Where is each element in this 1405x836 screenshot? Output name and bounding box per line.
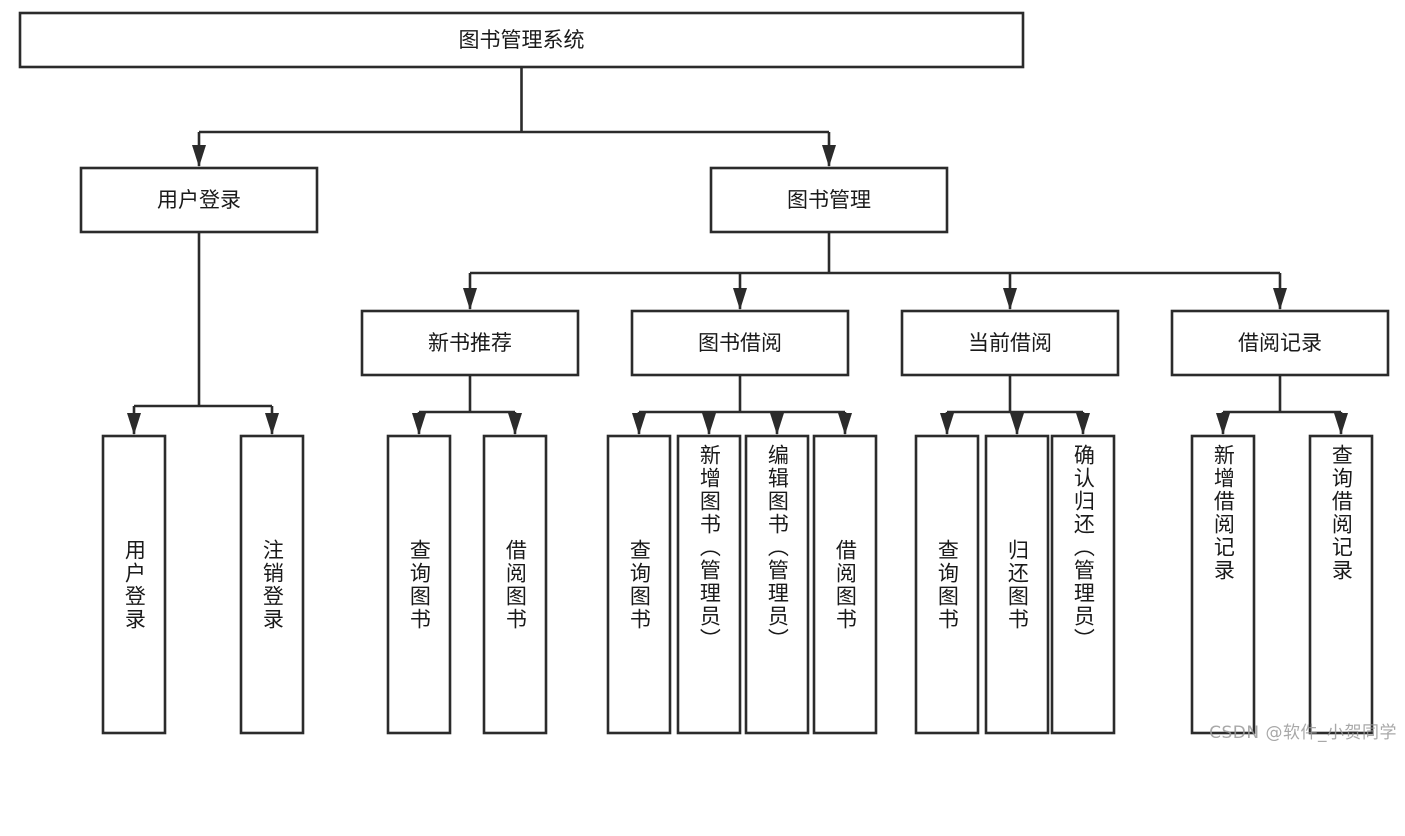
- node-box-leaf-1[interactable]: [239, 434, 305, 735]
- arrow-to-leaf-6: [770, 413, 784, 435]
- node-box-l2-1[interactable]: [709, 166, 949, 234]
- node-label-root: 图书管理系统: [459, 28, 585, 52]
- leaf-node-12[interactable]: [1310, 436, 1372, 733]
- arrow-to-leaf-2: [412, 413, 426, 435]
- arrow-to-leaf-10: [1076, 413, 1090, 435]
- node-box-leaf-11[interactable]: [1190, 434, 1256, 735]
- node-box-leaf-8[interactable]: [914, 434, 980, 735]
- arrow-to-leaf-4: [632, 413, 646, 435]
- arrow-to-leaf-7: [838, 413, 852, 435]
- node-box-leaf-7[interactable]: [812, 434, 878, 735]
- leaf-node-0[interactable]: [103, 436, 165, 733]
- leaf-node-2[interactable]: [388, 436, 450, 733]
- leaf-node-8[interactable]: [916, 436, 978, 733]
- arrow-to-l3-2: [1003, 288, 1017, 310]
- node-box-leaf-6[interactable]: [744, 434, 810, 735]
- leaf-node-1[interactable]: [241, 436, 303, 733]
- node-box-leaf-2[interactable]: [386, 434, 452, 735]
- node-box-root[interactable]: [18, 11, 1025, 69]
- leaf-node-11[interactable]: [1192, 436, 1254, 733]
- node-box-leaf-10[interactable]: [1050, 434, 1116, 735]
- node-box-l3-1[interactable]: [630, 309, 850, 377]
- arrow-to-l2-0: [192, 145, 206, 167]
- arrow-to-leaf-9: [1010, 413, 1024, 435]
- node-box-leaf-9[interactable]: [984, 434, 1050, 735]
- arrow-to-l3-3: [1273, 288, 1287, 310]
- arrow-to-leaf-11: [1216, 413, 1230, 435]
- leaf-node-5[interactable]: [678, 436, 740, 733]
- node-label-l3-3: 借阅记录: [1238, 331, 1322, 355]
- arrow-to-leaf-5: [702, 413, 716, 435]
- node-boxes-group: [18, 11, 1390, 735]
- node-label-l3-0: 新书推荐: [428, 331, 512, 355]
- node-box-leaf-0[interactable]: [101, 434, 167, 735]
- node-box-leaf-4[interactable]: [606, 434, 672, 735]
- node-label-l3-1: 图书借阅: [698, 331, 782, 355]
- leaf-node-7[interactable]: [814, 436, 876, 733]
- connectors-group: [127, 67, 1348, 435]
- leaf-node-6[interactable]: [746, 436, 808, 733]
- arrow-to-leaf-12: [1334, 413, 1348, 435]
- arrow-to-l3-0: [463, 288, 477, 310]
- leaf-node-10[interactable]: [1052, 436, 1114, 733]
- arrow-to-leaf-8: [940, 413, 954, 435]
- node-label-l2-1: 图书管理: [787, 188, 871, 212]
- arrow-to-l3-1: [733, 288, 747, 310]
- arrow-to-leaf-3: [508, 413, 522, 435]
- leaf-node-3[interactable]: [484, 436, 546, 733]
- arrow-to-l2-1: [822, 145, 836, 167]
- node-box-leaf-12[interactable]: [1308, 434, 1374, 735]
- node-box-l3-3[interactable]: [1170, 309, 1390, 377]
- leaf-node-4[interactable]: [608, 436, 670, 733]
- node-label-l3-2: 当前借阅: [968, 331, 1052, 355]
- node-box-leaf-5[interactable]: [676, 434, 742, 735]
- arrow-to-leaf-1: [265, 413, 279, 435]
- node-box-l3-2[interactable]: [900, 309, 1120, 377]
- node-box-l3-0[interactable]: [360, 309, 580, 377]
- node-box-leaf-3[interactable]: [482, 434, 548, 735]
- node-box-l2-0[interactable]: [79, 166, 319, 234]
- system-structure-diagram: 图书管理系统用户登录图书管理新书推荐图书借阅当前借阅借阅记录 用户登录注销登录查…: [18, 11, 1397, 743]
- node-label-l2-0: 用户登录: [157, 188, 241, 212]
- arrow-to-leaf-0: [127, 413, 141, 435]
- leaf-node-9[interactable]: [986, 436, 1048, 733]
